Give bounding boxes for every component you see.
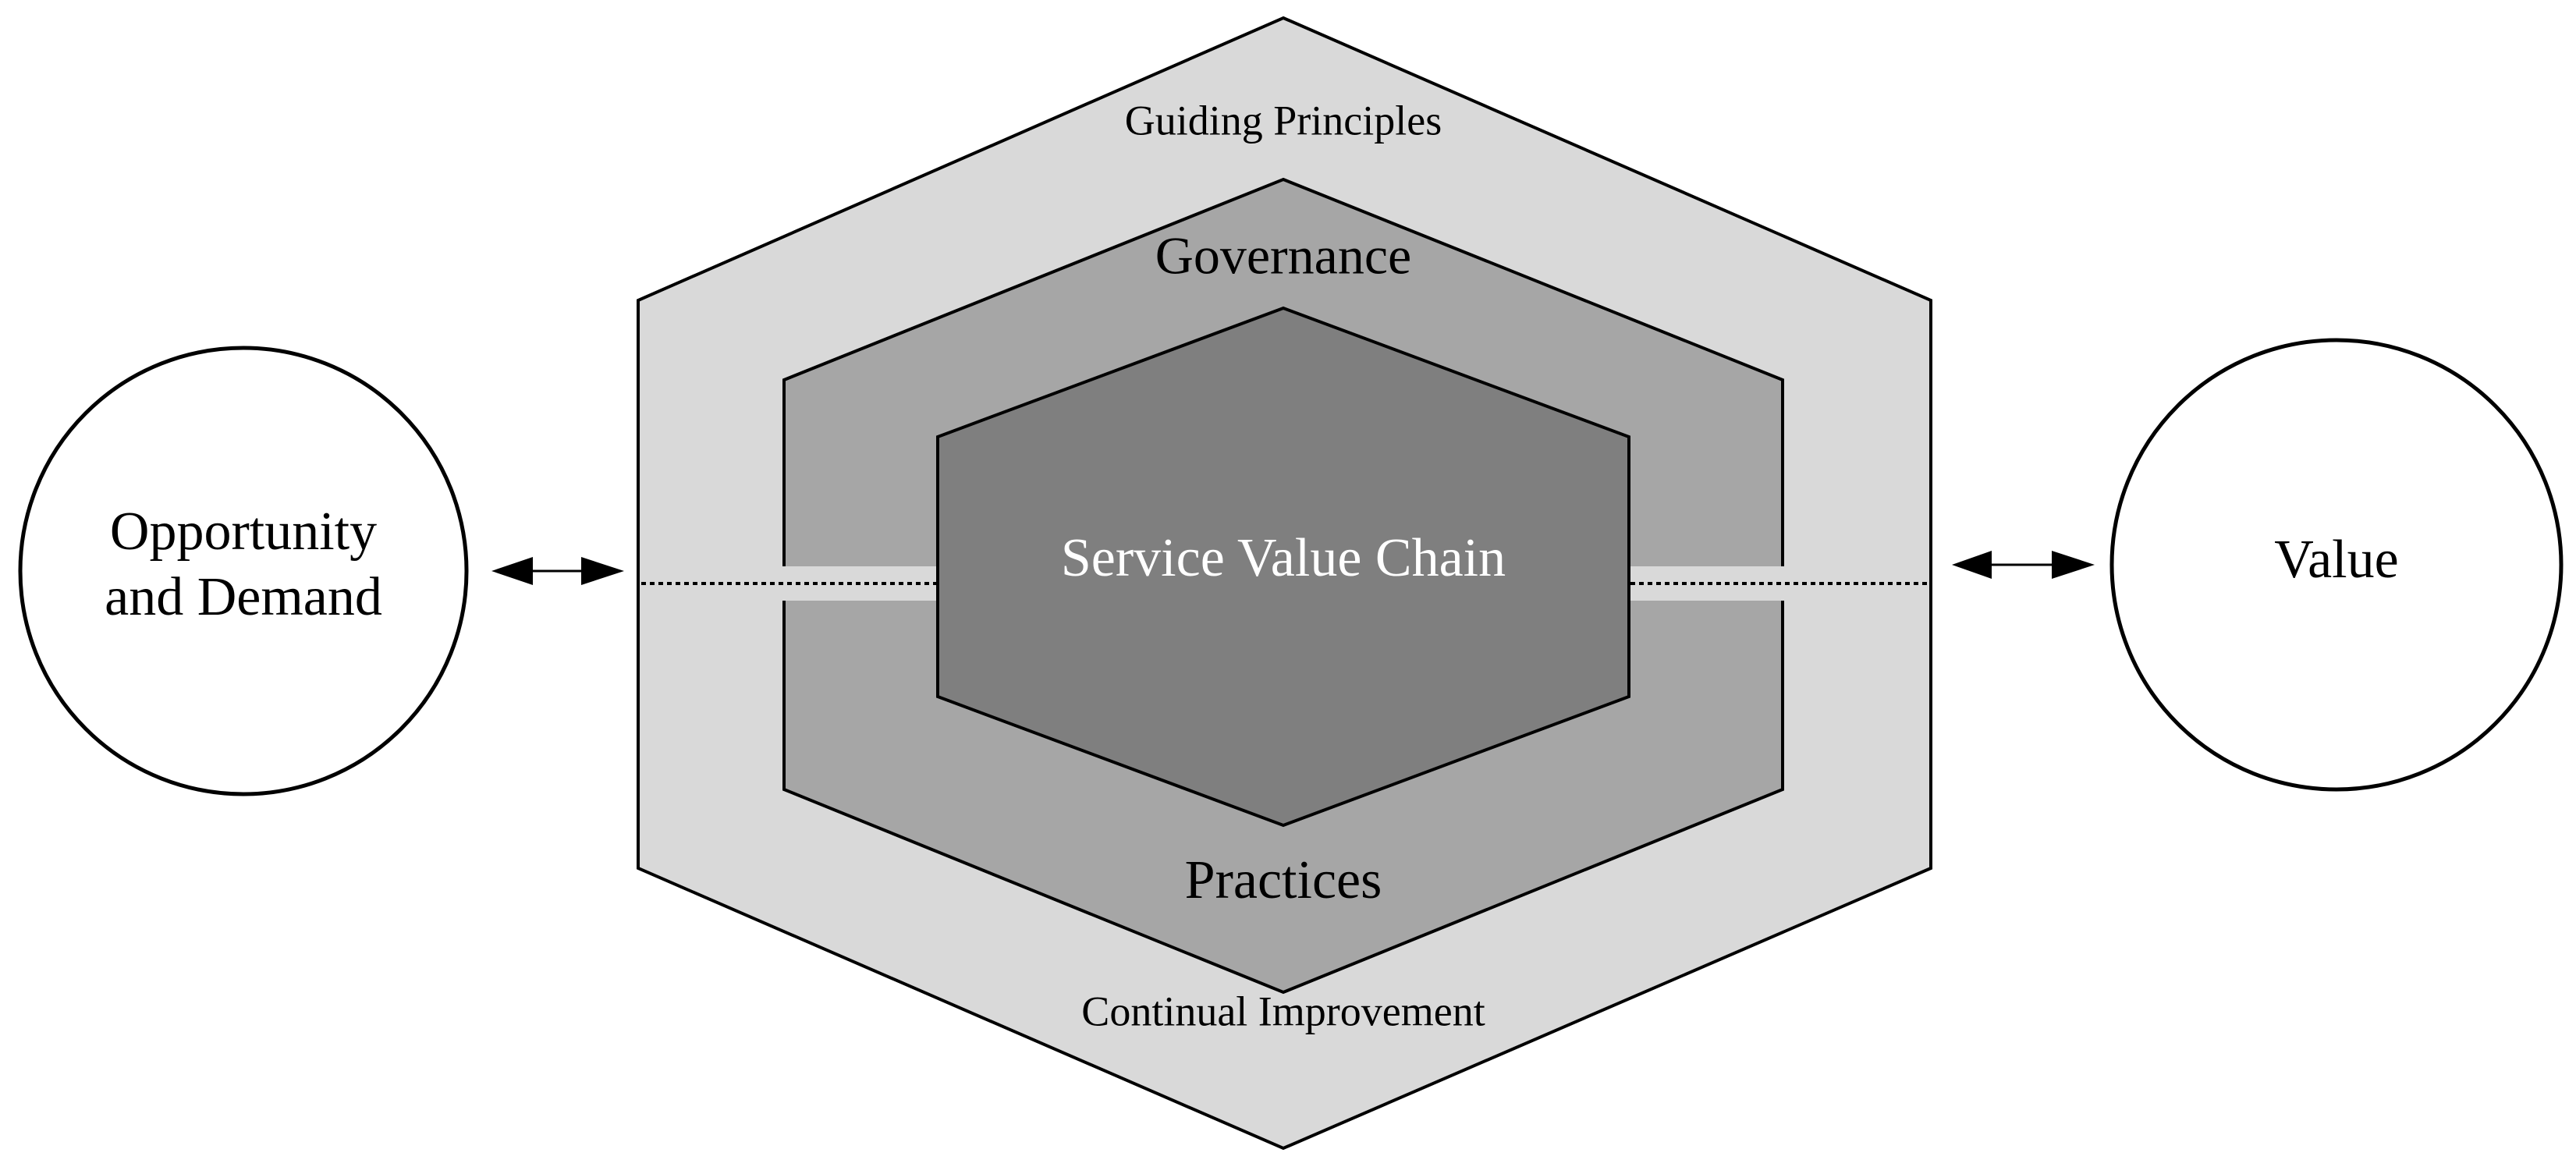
- value-circle: [2109, 338, 2564, 792]
- service-value-chain-label: Service Value Chain: [1061, 528, 1506, 588]
- practices-label: Practices: [1185, 850, 1382, 910]
- right-double-arrow-icon: [1952, 551, 2095, 579]
- governance-label: Governance: [1155, 226, 1411, 286]
- and-demand-label: and Demand: [105, 567, 382, 627]
- right-connector-band: [1630, 566, 1784, 601]
- value-label: Value: [2274, 530, 2398, 590]
- opportunity-label: Opportunity: [110, 502, 377, 562]
- opportunity-demand-circle: [18, 346, 469, 796]
- guiding-principles-label: Guiding Principles: [1125, 97, 1442, 144]
- left-double-arrow-icon: [491, 557, 624, 585]
- core-hexagon: [936, 306, 1630, 828]
- continual-improvement-label: Continual Improvement: [1081, 988, 1485, 1034]
